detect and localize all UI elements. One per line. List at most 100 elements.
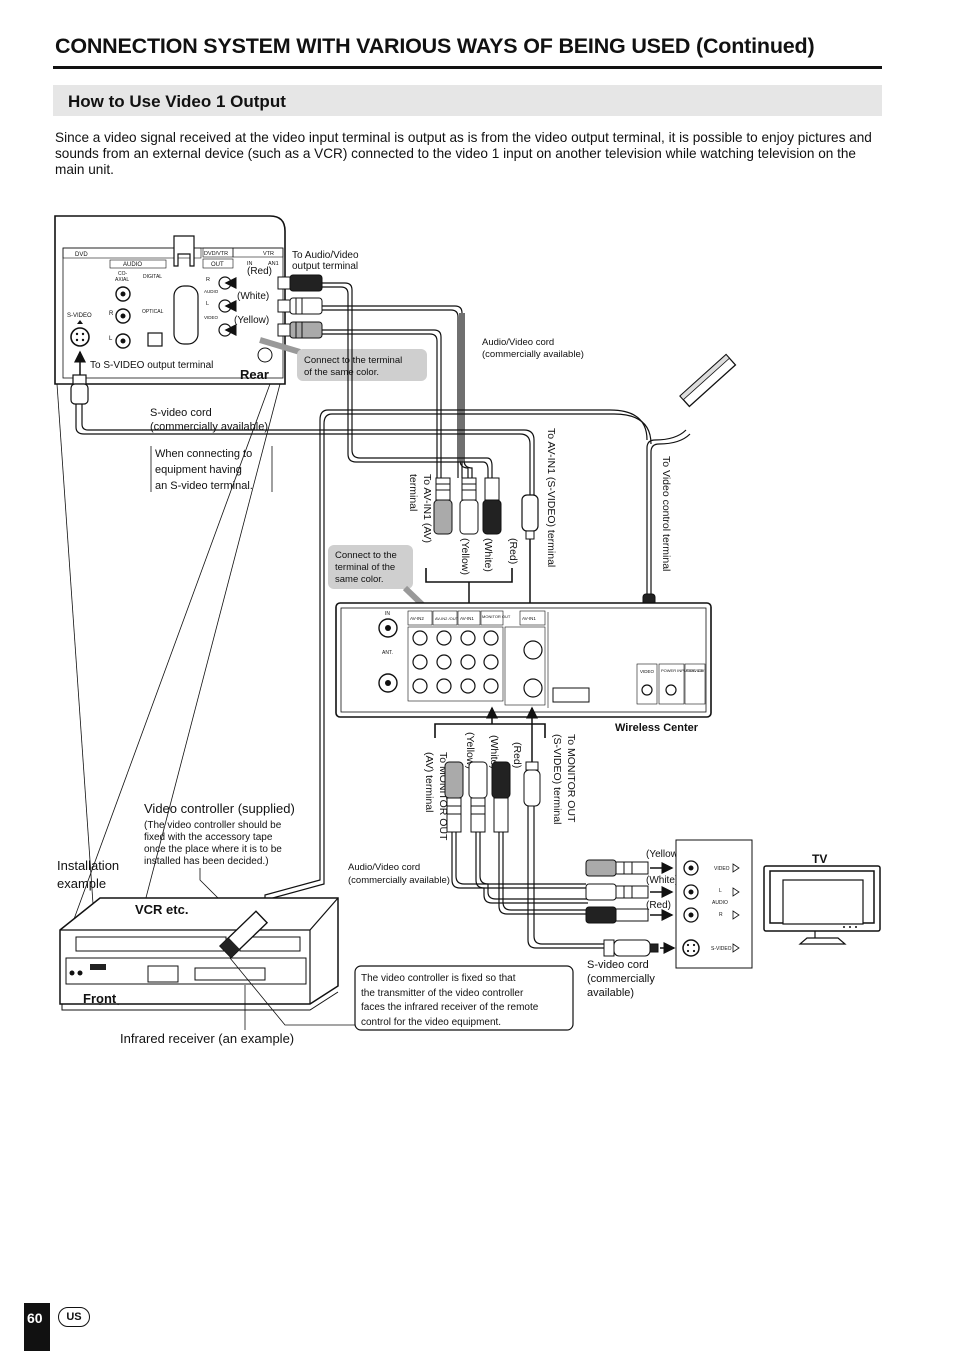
- infrared-label: Infrared receiver (an example): [120, 1031, 294, 1046]
- rear-digital-label: DIGITAL: [143, 274, 162, 280]
- yellow-label-v2: (Yellow): [464, 732, 476, 769]
- wireless-center-label: Wireless Center: [615, 722, 699, 734]
- red-label-v: (Red): [507, 538, 519, 564]
- to-monitor-out-sv-label: To MONITOR OUT: [565, 734, 577, 823]
- video-controller-label: Video controller (supplied): [144, 801, 295, 816]
- rear-out-label: OUT: [211, 262, 224, 268]
- yellow-label-v: (Yellow): [459, 538, 471, 575]
- connect-same-color-2a: Connect to the: [335, 550, 397, 561]
- tv-svideo-label: S-VIDEO: [711, 946, 732, 952]
- vcr-etc-label: VCR etc.: [135, 902, 188, 917]
- rear-svideo-label: S-VIDEO: [67, 313, 92, 319]
- tv-label: TV: [812, 852, 827, 866]
- rear-coaxial-label: CO-: [118, 271, 128, 277]
- rear-dvd-label: DVD: [75, 252, 88, 258]
- to-av-in1-av-label-2: terminal: [407, 474, 419, 511]
- white-label-v2: (White): [488, 735, 500, 769]
- rear-l-label: L: [109, 336, 113, 342]
- svideo-cord-1: [70, 374, 535, 505]
- when-connecting-1: When connecting to: [155, 448, 252, 460]
- when-connecting-3: an S-video terminal.: [155, 480, 253, 492]
- fixed-note-2: the transmitter of the video controller: [361, 988, 524, 999]
- fixed-note-1: The video controller is fixed so that: [361, 973, 516, 984]
- av-cord-1: [322, 282, 493, 478]
- to-svideo-output-label: To S-VIDEO output terminal: [90, 360, 213, 371]
- section-header: How to Use Video 1 Output: [53, 85, 882, 116]
- tv-video-label: VIDEO: [714, 866, 730, 872]
- wc-ant-label: ANT.: [382, 650, 393, 656]
- wc-av-in1b-label: AV-IN1: [522, 616, 536, 621]
- rear-av-plugs: [277, 274, 323, 339]
- svideo-cord-1-label: S-video cord: [150, 407, 212, 419]
- connect-same-color-1: Connect to the terminal: [304, 355, 402, 366]
- rear-ant-label: AN1: [268, 261, 279, 267]
- antenna-icon: [173, 235, 195, 267]
- vcr-front-illustration: [59, 897, 339, 1011]
- to-av-in1-svideo-label: To AV-IN1 (S-VIDEO) terminal: [545, 428, 557, 567]
- tv-r-label: R: [719, 912, 723, 918]
- av-cord-2-label: Audio/Video cord: [348, 862, 420, 873]
- red-label-h: (Red): [646, 900, 671, 911]
- wireless-center-panel: IN ANT. OUT AV-IN2 AV-IN2 /OUT AV-IN1 MO…: [335, 602, 712, 718]
- svideo-cord-2-label-3: available): [587, 987, 634, 999]
- video-control-jack-icon: [641, 684, 653, 696]
- section-title: How to Use Video 1 Output: [68, 92, 286, 111]
- fixed-note-4: control for the video equipment.: [361, 1017, 501, 1028]
- intro-paragraph: Since a video signal received at the vid…: [55, 130, 872, 177]
- svideo-cord-1-label-2: (commercially available): [150, 421, 268, 433]
- wc-video-ctrl-label: VIDEO: [640, 669, 655, 674]
- page-title: CONNECTION SYSTEM WITH VARIOUS WAYS OF B…: [55, 34, 815, 58]
- rear-r-label-2: R: [206, 277, 210, 283]
- av-cord-2-label-2: (commercially available): [348, 875, 450, 886]
- tv-plugs: [585, 859, 659, 957]
- rear-in-label: IN: [247, 261, 253, 267]
- wc-power-label: POWER INPUT DC 15V: [661, 668, 705, 673]
- wc-av-in1-label: AV-IN1: [460, 616, 474, 621]
- vc-note-1: (The video controller should be: [144, 820, 282, 831]
- page-number-tab: 60: [24, 1303, 50, 1351]
- svideo-cord-2-label-2: (commercially: [587, 973, 655, 985]
- installation-label-2: example: [57, 876, 106, 891]
- tv-svideo-jack-icon: [682, 939, 700, 957]
- connect-same-color-callout-1: [297, 349, 427, 381]
- wc-monitor-out-label: MONITOR OUT: [482, 614, 511, 619]
- to-av-in1-av-label: To AV-IN1 (AV): [421, 474, 433, 543]
- rear-coaxial-label-2: AXIAL: [115, 277, 129, 283]
- yellow-label-h: (Yellow): [646, 849, 681, 860]
- when-connecting-2: equipment having: [155, 464, 242, 476]
- optical-jack-icon: [147, 332, 163, 347]
- vc-note-2: fixed with the accessory tape: [144, 832, 273, 843]
- rear-label: Rear: [240, 367, 269, 382]
- remote-transmitter-icon: [679, 353, 737, 408]
- rear-audio-small-label: AUDIO: [204, 289, 219, 294]
- monitor-out-plugs: [444, 761, 541, 833]
- av-cord-2: [451, 806, 604, 949]
- rear-l-label-2: L: [206, 301, 209, 307]
- wc-av-in2-out-label: AV-IN2 /OUT: [435, 616, 459, 621]
- red-label-v2: (Red): [511, 742, 523, 768]
- tv-audio-label: AUDIO: [712, 900, 728, 906]
- connect-same-color-1b: of the same color.: [304, 367, 379, 378]
- installation-label: Installation: [57, 858, 119, 873]
- rear-video-label: VIDEO: [204, 315, 219, 320]
- wc-in-label: IN: [385, 611, 390, 617]
- rear-vtr-label: VTR: [263, 251, 274, 257]
- white-label-v: (White): [482, 538, 494, 572]
- white-label-h: (White): [646, 875, 678, 886]
- video-controller-icon: [219, 910, 269, 959]
- vcr-rear-panel: DVD AUDIO CO- AXIAL DIGITAL R L OPTICAL …: [54, 215, 286, 385]
- controller-note-box: [354, 965, 574, 1031]
- rear-optical-label: OPTICAL: [142, 309, 164, 315]
- title-rule: [53, 66, 882, 69]
- tv-input-panel: VIDEO L AUDIO R S-VIDEO: [675, 839, 753, 969]
- tv-l-label: L: [719, 888, 722, 894]
- connect-same-color-2b: terminal of the: [335, 562, 395, 573]
- front-label: Front: [83, 991, 117, 1006]
- to-monitor-out-av-label-2: (AV) terminal: [423, 752, 435, 812]
- to-monitor-out-sv-label-2: (S-VIDEO) terminal: [551, 734, 563, 824]
- rear-dvdvtr-label: DVD/VTR: [204, 251, 228, 257]
- av-cord-1-label: Audio/Video cord: [482, 337, 554, 348]
- connect-same-color-callout-2: [328, 545, 413, 589]
- av-in1-plugs: [433, 477, 539, 540]
